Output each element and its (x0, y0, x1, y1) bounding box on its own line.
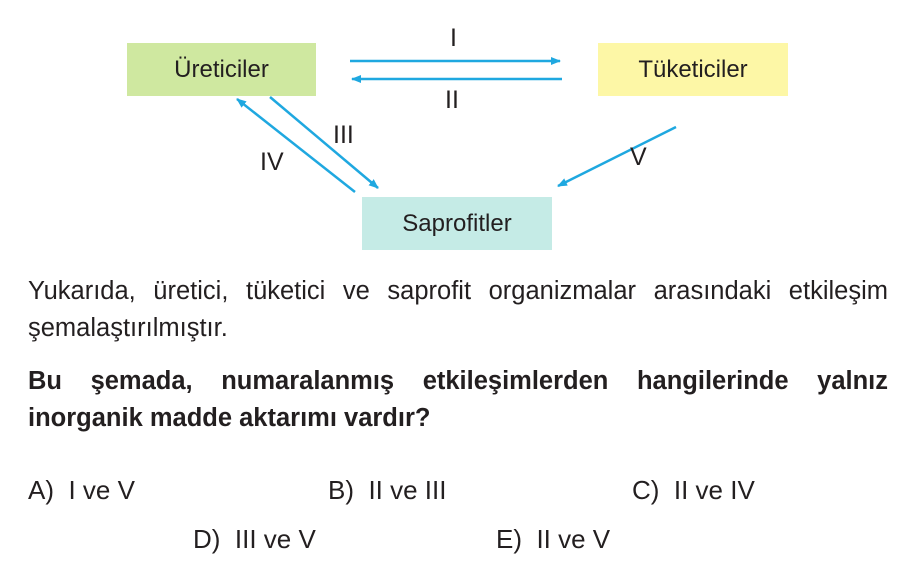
node-consumers: Tüketiciler (598, 43, 788, 96)
option-key: D) (193, 524, 221, 554)
option-d[interactable]: D) III ve V (193, 524, 316, 555)
option-e[interactable]: E) II ve V (496, 524, 610, 555)
diagram-arrows (236, 57, 677, 193)
arrow-v (557, 125, 677, 188)
option-key: E) (496, 524, 522, 554)
option-b[interactable]: B) II ve III (328, 475, 446, 506)
option-text: III ve V (234, 524, 316, 554)
option-key: A) (28, 475, 54, 505)
node-producers: Üreticiler (127, 43, 316, 96)
arrow-label-iii: III (333, 121, 354, 149)
arrow-label-ii: II (445, 86, 459, 114)
option-key: B) (328, 475, 354, 505)
question-stem: Yukarıda, üretici, tüketici ve saprofit … (28, 277, 888, 342)
option-text: II ve IV (673, 475, 755, 505)
question-prompt: Bu şemada, numaralanmış etkileşimlerden … (28, 367, 888, 432)
arrow-label-v: V (630, 143, 647, 171)
arrow-iii (269, 96, 379, 189)
arrow-label-iv: IV (260, 148, 284, 176)
option-c[interactable]: C) II ve IV (632, 475, 755, 506)
option-text: I ve V (68, 475, 135, 505)
arrow-label-i: I (450, 24, 457, 52)
arrow-iv (236, 98, 356, 193)
option-text: II ve III (368, 475, 447, 505)
node-saprophytes-label: Saprofitler (402, 209, 512, 237)
option-a[interactable]: A) I ve V (28, 475, 135, 506)
node-saprophytes: Saprofitler (362, 197, 552, 250)
node-producers-label: Üreticiler (174, 55, 269, 83)
option-text: II ve V (536, 524, 611, 554)
node-consumers-label: Tüketiciler (638, 55, 748, 83)
option-key: C) (632, 475, 660, 505)
